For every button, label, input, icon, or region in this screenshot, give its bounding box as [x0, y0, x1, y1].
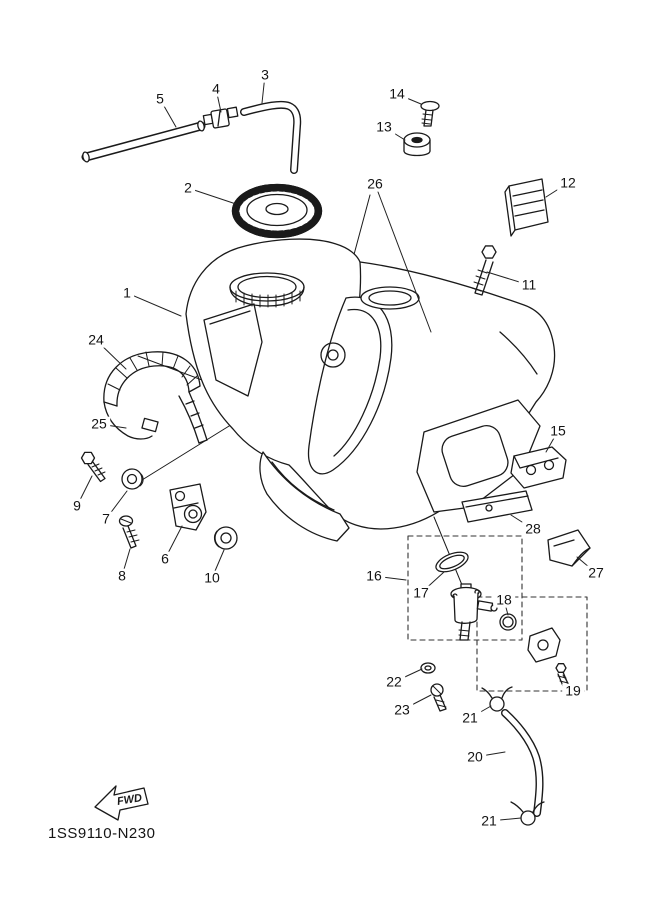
part-callout-5[interactable]: 5	[153, 91, 167, 107]
shield-plate	[461, 490, 533, 523]
fwd-marker: FWD	[94, 785, 149, 821]
hose-joint	[202, 106, 239, 129]
part-callout-10[interactable]: 10	[201, 570, 223, 586]
part-callout-27[interactable]: 27	[585, 565, 607, 581]
part-callout-20[interactable]: 20	[464, 749, 486, 765]
damper-screw	[420, 100, 440, 127]
fwd-label: FWD	[116, 792, 143, 808]
part-callout-21[interactable]: 21	[478, 813, 500, 829]
rubber-damper	[547, 529, 591, 567]
part-callout-23[interactable]: 23	[391, 702, 413, 718]
tank-bracket	[169, 483, 207, 531]
part-callout-1[interactable]: 1	[120, 285, 134, 301]
fuel-cock	[450, 583, 498, 641]
fuel-cap	[231, 183, 323, 239]
part-callout-4[interactable]: 4	[209, 81, 223, 97]
part-callout-3[interactable]: 3	[258, 67, 272, 83]
cable-guide-bracket	[504, 178, 549, 237]
part-callout-24[interactable]: 24	[85, 332, 107, 348]
hose-clip	[481, 686, 513, 712]
o-ring	[435, 551, 469, 573]
part-callout-6[interactable]: 6	[158, 551, 172, 567]
part-callout-15[interactable]: 15	[547, 423, 569, 439]
washer	[420, 662, 436, 674]
part-callout-16[interactable]: 16	[363, 568, 385, 584]
diagram-code: 1SS9110-N230	[48, 825, 155, 842]
bracket-screw	[118, 515, 140, 549]
part-callout-13[interactable]: 13	[373, 119, 395, 135]
tank-bolt	[471, 245, 497, 296]
hose-clip	[510, 801, 545, 826]
part-callout-28[interactable]: 28	[522, 521, 544, 537]
lever-plate-screw	[527, 627, 569, 687]
part-callout-22[interactable]: 22	[383, 674, 405, 690]
breather-pipe	[81, 120, 206, 163]
part-callout-2[interactable]: 2	[181, 180, 195, 196]
part-callout-25[interactable]: 25	[88, 416, 110, 432]
part-callout-8[interactable]: 8	[115, 568, 129, 584]
part-callout-9[interactable]: 9	[70, 498, 84, 514]
part-callout-7[interactable]: 7	[99, 511, 113, 527]
part-callout-11[interactable]: 11	[518, 277, 540, 293]
part-callout-12[interactable]: 12	[557, 175, 579, 191]
part-callout-18[interactable]: 18	[493, 592, 515, 608]
fuel-tank	[185, 238, 556, 542]
grommet	[121, 468, 144, 490]
rear-bracket	[510, 446, 567, 489]
part-callout-17[interactable]: 17	[410, 585, 432, 601]
part-callout-14[interactable]: 14	[386, 86, 408, 102]
part-callout-21[interactable]: 21	[459, 710, 481, 726]
part-callout-26[interactable]: 26	[364, 176, 386, 192]
fuel-hose	[501, 709, 544, 817]
part-callout-19[interactable]: 19	[562, 683, 584, 699]
breather-hose	[240, 100, 302, 174]
flange-bolt	[80, 451, 106, 483]
tank-damper	[403, 132, 431, 157]
cock-screw	[430, 683, 447, 712]
tank-band	[103, 351, 208, 444]
collar	[213, 526, 238, 550]
